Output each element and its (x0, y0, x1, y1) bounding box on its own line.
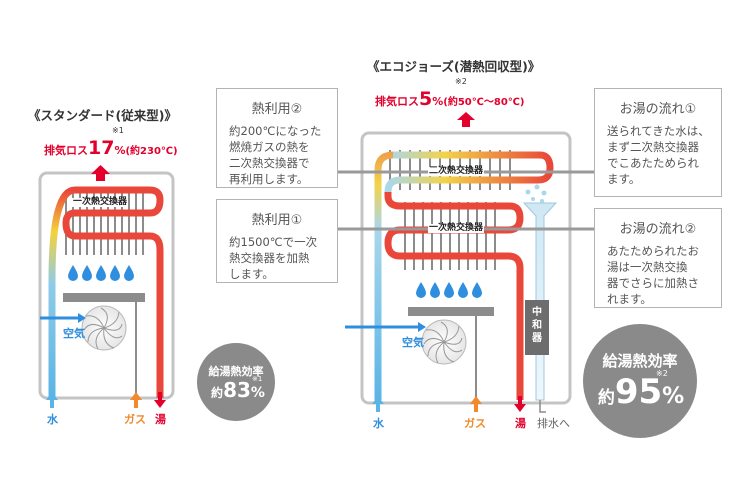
callout-hot-water-flow-1: お湯の流れ① 送られてきた水は、 まず二次熱交換器 でこあたためられ ます。 (594, 88, 722, 197)
right-efficiency-prefix: 約 (597, 388, 615, 408)
condensate-droplets (525, 184, 547, 203)
right-air-arrow-head (418, 322, 426, 332)
right-exhaust-temp: (約50℃～80℃) (443, 97, 525, 108)
right-secondary-pipe (384, 151, 554, 193)
left-exhaust-text: 排気ロス (44, 144, 88, 157)
right-hot-label: 湯 (515, 417, 526, 430)
right-primary-hx-label: 一次熱交換器 (428, 223, 485, 233)
left-air-arrow-head (78, 313, 86, 323)
callout-heat-use-1-body: 約1500℃で一次 熱交換器を加熱 します。 (229, 235, 318, 281)
left-hot-label: 湯 (155, 413, 166, 426)
right-title: 《エコジョーズ(潜熱回収型)》 (367, 59, 541, 74)
neutralizer-box (525, 300, 549, 355)
right-water-arrow (372, 396, 384, 412)
right-fan (421, 319, 467, 365)
left-efficiency-number: 83 (223, 378, 251, 402)
right-drain-label: 排水へ (537, 417, 570, 430)
left-title: 《スタンダード(従来型)》 (28, 108, 177, 123)
left-serpentine-pipe (62, 186, 164, 398)
right-gas-arrow (470, 396, 482, 412)
right-exhaust-value: 5 (419, 88, 433, 110)
right-efficiency-unit: % (662, 384, 685, 409)
left-exhaust-note: ※1 (112, 126, 124, 135)
right-efficiency-number: 95 (614, 372, 663, 412)
left-efficiency-label: 給湯熱効率 (208, 365, 264, 378)
left-gas-label: ガス (124, 413, 146, 426)
left-efficiency-unit: % (250, 385, 265, 401)
left-water-label: 水 (47, 413, 58, 426)
left-exhaust-temp: (約230℃) (125, 146, 178, 157)
callout-heat-use-2: 熱利用② 約200℃になった 燃焼ガスの熱を 二次熱交換器で 再利用します。 (216, 88, 338, 188)
right-exhaust-label: 排気ロス5%(約50℃～80℃) (375, 90, 524, 109)
left-efficiency-badge (197, 343, 275, 421)
right-air-label: 空気 (402, 336, 424, 349)
callout-heat-use-2-title: 熱利用② (251, 102, 303, 117)
callout-hot-water-flow-1-body: 送られてきた水は、 まず二次熱交換器 でこあたためられ ます。 (607, 124, 710, 186)
callout-heat-use-1: 熱利用① 約1500℃で一次 熱交換器を加熱 します。 (216, 199, 338, 283)
left-burner-plate (63, 293, 145, 302)
left-burner-flames (68, 265, 134, 281)
right-exhaust-arrow (457, 112, 475, 127)
right-exhaust-text: 排気ロス (375, 95, 419, 108)
left-hot-arrow (154, 392, 166, 408)
right-hot-arrow (514, 396, 526, 412)
left-exhaust-label: 排気ロス17%(約230℃) (44, 139, 178, 158)
left-exhaust-value: 17 (88, 137, 115, 159)
right-exhaust-unit: % (432, 95, 444, 108)
callout-hot-water-flow-1-title: お湯の流れ① (619, 102, 697, 117)
callout-heat-use-2-body: 約200℃になった 燃焼ガスの熱を 二次熱交換器で 再利用します。 (229, 124, 322, 186)
left-exhaust-arrow (91, 165, 110, 181)
right-water-pipe (374, 151, 394, 400)
left-efficiency-note: ※1 (252, 375, 263, 383)
callout-hot-water-flow-2: お湯の流れ② あたためられたお 湯は一次熱交換 器でさらに加熱さ れます。 (594, 208, 722, 308)
right-efficiency-badge (583, 324, 697, 438)
left-fan (81, 305, 127, 351)
left-efficiency-value: 約83% (203, 378, 273, 402)
left-water-pipe (48, 186, 76, 398)
right-burner-flames (416, 282, 482, 298)
right-efficiency-note: ※2 (656, 369, 668, 378)
right-burner-plate (408, 307, 494, 316)
callout-heat-use-1-title: 熱利用① (251, 213, 303, 228)
left-exhaust-unit: % (114, 144, 126, 157)
right-gas-label: ガス (464, 417, 486, 430)
callout-hot-water-flow-2-body: あたためられたお 湯は一次熱交換 器でさらに加熱さ れます。 (607, 244, 699, 306)
left-primary-hx-label: 一次熱交換器 (72, 197, 129, 207)
right-efficiency-label: 給湯熱効率 (602, 352, 678, 370)
drain-outlet (539, 400, 546, 413)
left-gas-arrow (130, 392, 142, 408)
right-water-label: 水 (373, 417, 384, 430)
right-exhaust-note: ※2 (455, 77, 467, 86)
right-secondary-hx-label: 二次熱交換器 (428, 166, 485, 176)
right-efficiency-value: 約95% (585, 372, 697, 412)
callout-hot-water-flow-2-title: お湯の流れ② (619, 222, 697, 237)
left-water-arrow (46, 392, 58, 408)
left-air-label: 空気 (63, 327, 85, 340)
neutralizer-label: 中和器 (532, 307, 542, 344)
left-efficiency-prefix: 約 (211, 386, 224, 400)
